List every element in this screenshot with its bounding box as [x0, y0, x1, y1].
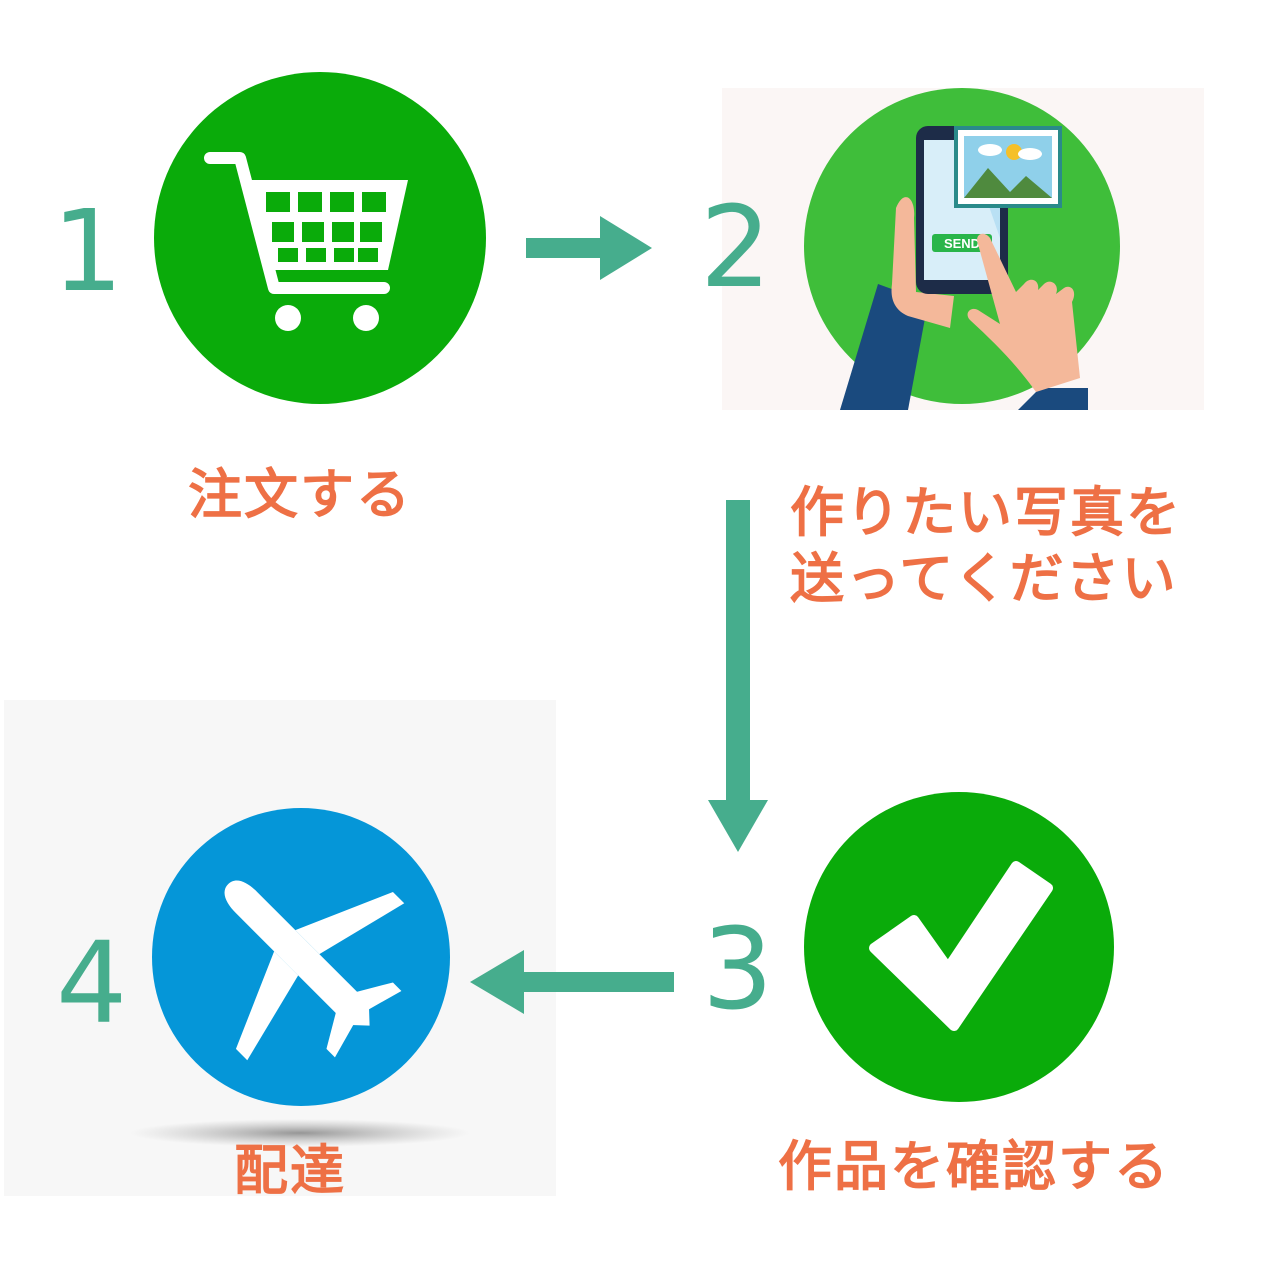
step-1-circle	[152, 70, 488, 406]
step-2-number: 2	[700, 183, 772, 313]
send-button-text: SEND	[944, 236, 980, 251]
step-4-label: 配達	[234, 1139, 346, 1202]
step-4-number: 4	[56, 919, 128, 1049]
step-2-circle: SEND	[804, 88, 1122, 410]
phone-send-photo-icon: SEND	[840, 126, 1088, 410]
step-3-label: 作品を確認する	[778, 1135, 1170, 1198]
arrow-down	[702, 498, 774, 854]
step-4-circle	[150, 806, 452, 1108]
step-1-number: 1	[52, 187, 124, 317]
arrow-left	[462, 944, 678, 1020]
step-4-shadow	[130, 1118, 470, 1148]
shopping-cart-icon	[204, 152, 408, 331]
step-3-circle	[802, 790, 1116, 1104]
checkmark-icon	[869, 861, 1053, 1031]
step-1-label: 注文する	[188, 463, 412, 526]
step-2-label-line-1: 作りたい写真を	[790, 481, 1182, 544]
step-2-label-line-2: 送ってください	[790, 547, 1178, 610]
airplane-icon	[224, 880, 405, 1061]
step-3-number: 3	[702, 905, 774, 1035]
arrow-right	[522, 210, 662, 286]
